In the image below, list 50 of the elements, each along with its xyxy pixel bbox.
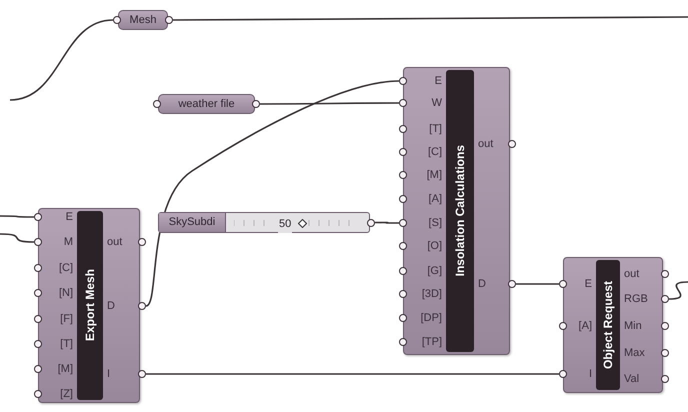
port-label: E bbox=[434, 74, 442, 89]
port-label: [C] bbox=[58, 261, 73, 276]
wire bbox=[146, 80, 400, 307]
component-title: Object Request bbox=[600, 280, 616, 370]
port-label: [A] bbox=[578, 319, 592, 334]
port-label: [F] bbox=[60, 312, 73, 327]
port-label: D bbox=[478, 277, 486, 292]
port-label: E bbox=[66, 210, 73, 225]
port-label: out bbox=[107, 235, 122, 250]
parameter-box: weather file bbox=[158, 94, 255, 114]
port-label: [O] bbox=[427, 239, 442, 254]
wire bbox=[375, 222, 399, 224]
port-label: I bbox=[588, 367, 592, 382]
wire bbox=[260, 102, 399, 105]
port-label: I bbox=[107, 367, 110, 382]
port-label: out bbox=[478, 137, 494, 152]
wire bbox=[10, 19, 114, 101]
port-label: [S] bbox=[428, 216, 442, 231]
port-label: [DP] bbox=[420, 311, 442, 326]
port-label: Min bbox=[624, 319, 642, 334]
port-label: [C] bbox=[428, 145, 442, 160]
slider-value: 50 bbox=[278, 216, 292, 232]
port-label: [A] bbox=[428, 192, 442, 207]
wire bbox=[146, 373, 559, 375]
parameter-box: Mesh bbox=[118, 10, 168, 30]
wire bbox=[0, 233, 34, 243]
wire bbox=[173, 16, 688, 21]
port-label: out bbox=[624, 267, 640, 282]
port-label: [M] bbox=[58, 362, 73, 377]
port-label: [T] bbox=[429, 122, 442, 137]
wire bbox=[668, 281, 688, 300]
port-label: [N] bbox=[58, 286, 73, 301]
port-label: M bbox=[64, 235, 73, 250]
port-label: [TP] bbox=[422, 335, 442, 350]
wire bbox=[0, 215, 34, 218]
component-title: Insolation Calculations bbox=[452, 145, 468, 277]
wire bbox=[516, 283, 559, 285]
port-label: [Z] bbox=[60, 387, 73, 402]
port-label: Max bbox=[624, 346, 645, 361]
port-label: RGB bbox=[624, 292, 648, 307]
port-label: [T] bbox=[60, 337, 73, 352]
port-label: [G] bbox=[427, 264, 442, 279]
port-label: E bbox=[584, 277, 592, 292]
port-label: Val bbox=[624, 372, 640, 387]
slider-label: SkySubdi bbox=[159, 213, 226, 232]
port-label: [M] bbox=[426, 168, 442, 183]
component-title: Export Mesh bbox=[82, 269, 98, 342]
port-label: W bbox=[432, 96, 442, 111]
port-label: [3D] bbox=[422, 287, 442, 302]
port-label: D bbox=[107, 299, 115, 314]
